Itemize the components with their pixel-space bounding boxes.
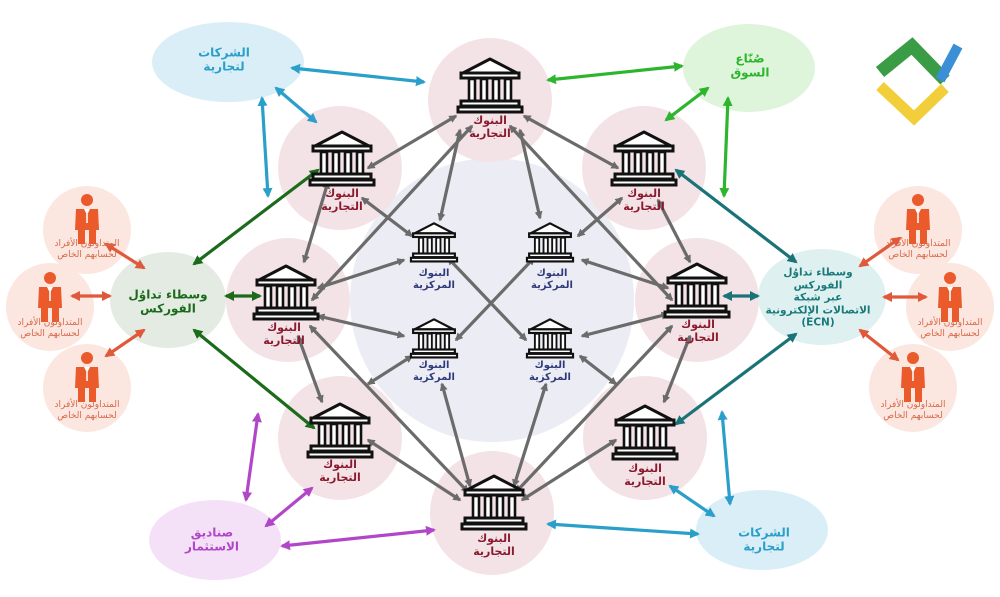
retail-trader-label-right-top: المتداولون الأفراد لحسابهم الخاص: [885, 239, 951, 260]
ecn-brokers-circle: [758, 249, 886, 345]
commercial-bank-label-left: البنوك التجارية: [263, 320, 305, 347]
forex-brokers-circle: [110, 252, 226, 348]
commercial-bank-label-right: البنوك التجارية: [677, 317, 719, 344]
retail-trader-label-left-mid: المتداولون الأفراد لحسابهم الخاص: [17, 318, 83, 339]
central-bank-label-lower-right: البنوك المركزية: [529, 360, 571, 383]
companies-label-top: الشركات لتجارية: [198, 45, 250, 74]
commercial-bank-label-upper-right: البنوك التجارية: [623, 186, 665, 213]
retail-trader-label-right-bottom: المتداولون الأفراد لحسابهم الخاص: [880, 400, 946, 421]
investment-funds-label: صناديق الاستثمار: [184, 525, 240, 554]
commercial-bank-label-top: البنوك التجارية: [469, 113, 511, 140]
central-bank-label-upper-right: البنوك المركزية: [531, 268, 573, 291]
commercial-bank-label-lower-right: البنوك التجارية: [624, 461, 666, 488]
central-bank-label-upper-left: البنوك المركزية: [413, 268, 455, 291]
investment-funds-circle: [149, 500, 281, 580]
participant-arrows: [70, 61, 928, 551]
companies-circle-bottom: [696, 490, 828, 570]
market-makers-circle: [683, 24, 815, 112]
retail-trader-label-right-mid: المتداولون الأفراد لحسابهم الخاص: [917, 318, 983, 339]
commercial-bank-label-bottom: البنوك التجارية: [473, 531, 515, 558]
forex-brokers-label: وسطاء تداوُل الفوركس: [128, 287, 208, 316]
retail-trader-label-left-bottom: المتداولون الأفراد لحسابهم الخاص: [54, 400, 120, 421]
brand-logo-icon: [875, 37, 963, 126]
commercial-bank-label-lower-left: البنوك التجارية: [319, 457, 361, 484]
central-bank-label-lower-left: البنوك المركزية: [413, 360, 455, 383]
commercial-bank-label-upper-left: البنوك التجارية: [321, 186, 363, 213]
companies-circle-top: [152, 22, 304, 102]
companies-label-bottom: الشركات لتجارية: [738, 525, 790, 554]
retail-trader-label-left-top: المتداولون الأفراد لحسابهم الخاص: [54, 239, 120, 260]
ecn-brokers-label: وسطاء تداوُل الفوركس عبر شبكة الاتصالات …: [765, 266, 871, 329]
market-makers-label: صُنّاع السوق: [730, 51, 770, 80]
